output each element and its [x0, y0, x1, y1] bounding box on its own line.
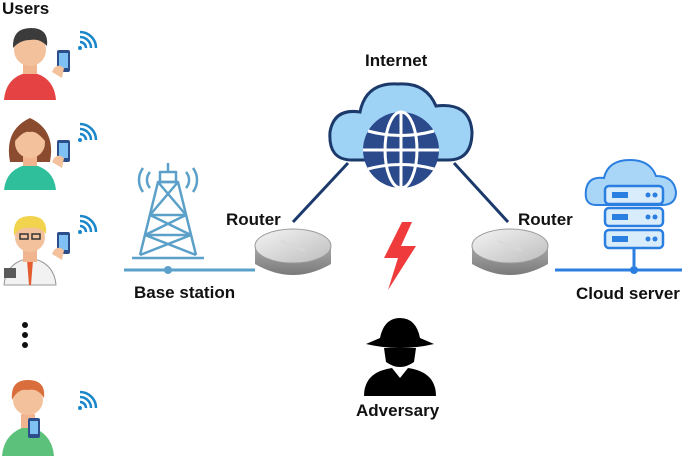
link-internet-to-router-right — [452, 161, 510, 224]
adversary-icon — [364, 318, 436, 396]
user-avatar-2 — [4, 118, 70, 190]
base-station-tower-icon — [132, 163, 204, 260]
router-left-label: Router — [226, 210, 281, 229]
adversary-label: Adversary — [356, 401, 440, 420]
wifi-icon — [78, 214, 98, 234]
cloud-server-icon — [584, 158, 678, 274]
globe-icon — [363, 110, 439, 190]
link-router-left-to-internet — [291, 161, 350, 224]
user-avatar-4 — [2, 380, 54, 456]
wifi-icon — [78, 30, 98, 50]
user-avatar-3 — [3, 216, 70, 286]
base-station-node — [164, 266, 172, 274]
router-left-icon — [254, 228, 332, 275]
router-right-icon — [471, 228, 549, 275]
user-avatar-1 — [4, 28, 70, 100]
wifi-icon — [78, 122, 98, 142]
lightning-attack-icon — [384, 222, 416, 290]
base-station-label: Base station — [134, 283, 236, 302]
cloud-server-label: Cloud server — [576, 284, 680, 303]
router-right-label: Router — [518, 210, 573, 229]
more-users-ellipsis — [22, 322, 28, 348]
users-label: Users — [2, 0, 50, 18]
internet-label: Internet — [365, 51, 428, 70]
wifi-icon — [78, 390, 98, 410]
